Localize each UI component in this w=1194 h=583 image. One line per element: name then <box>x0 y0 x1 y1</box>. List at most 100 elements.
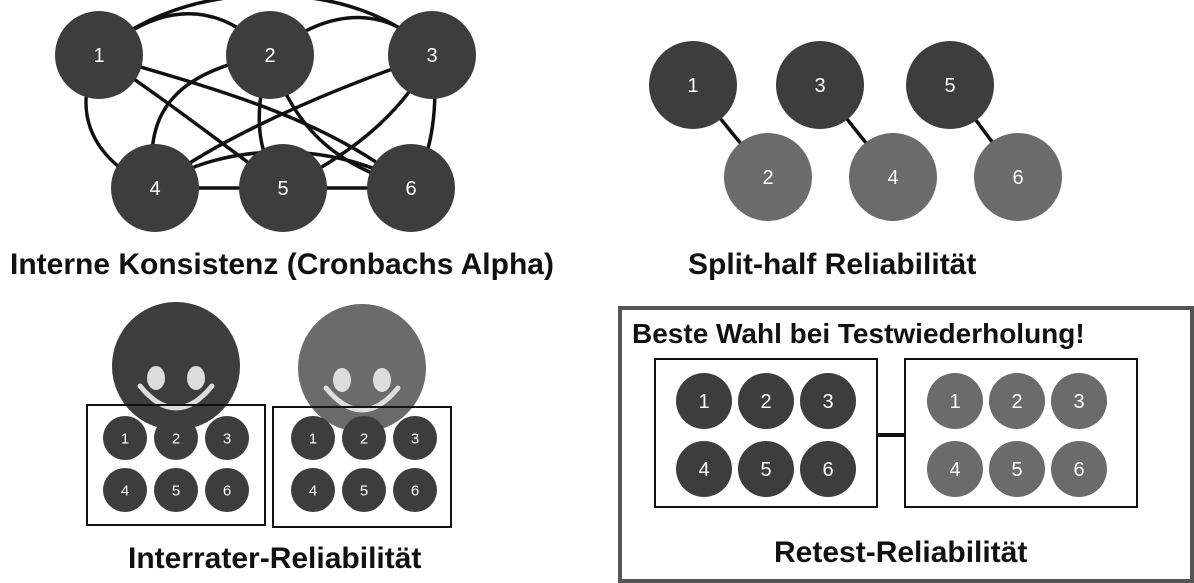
rater-a-item-2: 2 <box>154 416 198 460</box>
rater-a-item-1-label: 1 <box>121 430 129 447</box>
test-2-item-5-circle <box>989 441 1045 497</box>
rater-b-face-icon <box>298 304 426 432</box>
test-2-item-2-label: 2 <box>1011 391 1022 413</box>
test-1-item-1: 1 <box>676 373 732 429</box>
rater-b-item-5-circle <box>342 468 386 512</box>
test-2-item-6-label: 6 <box>1073 459 1084 481</box>
consistency-node-4-circle <box>111 144 199 232</box>
test-1-item-4-label: 4 <box>698 459 709 481</box>
consistency-node-5-circle <box>239 144 327 232</box>
test-2-item-2: 2 <box>989 373 1045 429</box>
consistency-node-3-label: 3 <box>426 45 437 67</box>
split-half-node-5-circle <box>906 41 994 129</box>
rater-faces <box>112 302 426 432</box>
rater-a-item-5: 5 <box>154 468 198 512</box>
test-2-item-4-circle <box>927 441 983 497</box>
rater-a-item-3-label: 3 <box>223 430 231 447</box>
consistency-node-4: 4 <box>111 144 199 232</box>
consistency-node-5: 5 <box>239 144 327 232</box>
test-1-item-3-circle <box>800 373 856 429</box>
test-2-items-box <box>904 358 1138 508</box>
test-2-item-4: 4 <box>927 441 983 497</box>
rater-a-item-1-circle <box>103 416 147 460</box>
consistency-node-5-label: 5 <box>277 178 288 200</box>
rater-b-item-5-label: 5 <box>360 482 368 499</box>
rater-b-item-2-label: 2 <box>360 430 368 447</box>
rater-a-item-3: 3 <box>205 416 249 460</box>
rater-a-item-5-label: 5 <box>172 482 180 499</box>
test-1-item-6: 6 <box>800 441 856 497</box>
rater-a-face-icon-left-eye <box>147 366 165 390</box>
rater-b-item-4-circle <box>291 468 335 512</box>
test-1-item-3: 3 <box>800 373 856 429</box>
split-half-node-5: 5 <box>906 41 994 129</box>
test-retest-connector <box>878 433 904 437</box>
rater-b-face-icon-right-eye <box>373 368 391 392</box>
consistency-node-6-circle <box>367 144 455 232</box>
test-2-item-5-label: 5 <box>1011 459 1022 481</box>
test-2-item-6-circle <box>1051 441 1107 497</box>
test-2-item-1-label: 1 <box>949 391 960 413</box>
consistency-node-2-circle <box>226 11 314 99</box>
split-half-node-5-label: 5 <box>944 75 955 97</box>
consistency-node-3: 3 <box>388 11 476 99</box>
split-half-node-4-label: 4 <box>887 167 898 189</box>
rater-a-face-icon-right-eye <box>187 366 205 390</box>
consistency-node-1-circle <box>55 11 143 99</box>
split-half-node-6-circle <box>974 133 1062 221</box>
rater-a-item-3-circle <box>205 416 249 460</box>
rater-a-item-2-circle <box>154 416 198 460</box>
internal-consistency-caption: Interne Konsistenz (Cronbachs Alpha) <box>10 248 554 281</box>
consistency-node-2: 2 <box>226 11 314 99</box>
test-2-item-6: 6 <box>1051 441 1107 497</box>
test-1-item-6-label: 6 <box>822 459 833 481</box>
rater-b-item-4-label: 4 <box>309 482 317 499</box>
split-half-node-4: 4 <box>849 133 937 221</box>
test-1-item-5-label: 5 <box>760 459 771 481</box>
consistency-node-1: 1 <box>55 11 143 99</box>
rater-a-item-6-label: 6 <box>223 482 231 499</box>
consistency-node-3-circle <box>388 11 476 99</box>
consistency-node-4-label: 4 <box>149 178 160 200</box>
split-half-node-1-label: 1 <box>687 75 698 97</box>
rater-b-item-3: 3 <box>393 416 437 460</box>
split-half-node-1: 1 <box>649 41 737 129</box>
rater-a-item-4-label: 4 <box>121 482 129 499</box>
test-1-item-4: 4 <box>676 441 732 497</box>
test-1-item-5-circle <box>738 441 794 497</box>
rater-a-item-6: 6 <box>205 468 249 512</box>
rater-a-face-icon-smile <box>137 383 215 411</box>
rater-b-face-icon-smile <box>323 385 401 413</box>
split-half-node-3-label: 3 <box>814 75 825 97</box>
rater-a-item-5-circle <box>154 468 198 512</box>
split-half-node-2-label: 2 <box>762 167 773 189</box>
retest-heading: Beste Wahl bei Testwiederholung! <box>632 318 1085 349</box>
test-1-item-2: 2 <box>738 373 794 429</box>
test-1-item-6-circle <box>800 441 856 497</box>
rater-b-item-3-circle <box>393 416 437 460</box>
test-1-item-2-circle <box>738 373 794 429</box>
split-half-caption: Split-half Reliabilität <box>688 248 977 281</box>
test-1-item-1-circle <box>676 373 732 429</box>
test-2-item-3-label: 3 <box>1073 391 1084 413</box>
consistency-node-2-label: 2 <box>264 45 275 67</box>
consistency-node-6: 6 <box>367 144 455 232</box>
interrater-caption: Interrater-Reliabilität <box>128 542 422 575</box>
test-2-item-3-circle <box>1051 373 1107 429</box>
rater-b-item-3-label: 3 <box>411 430 419 447</box>
test-1-item-5: 5 <box>738 441 794 497</box>
split-half-node-2: 2 <box>724 133 812 221</box>
test-1-item-2-label: 2 <box>760 391 771 413</box>
rater-a-items-box <box>86 404 266 526</box>
split-half-node-3-circle <box>776 41 864 129</box>
test-2-item-1-circle <box>927 373 983 429</box>
rater-a-item-1: 1 <box>103 416 147 460</box>
rater-a-item-4: 4 <box>103 468 147 512</box>
consistency-node-1-label: 1 <box>93 45 104 67</box>
test-2-item-4-label: 4 <box>949 459 960 481</box>
rater-b-item-1-label: 1 <box>309 430 317 447</box>
rater-b-item-1-circle <box>291 416 335 460</box>
rater-b-item-5: 5 <box>342 468 386 512</box>
